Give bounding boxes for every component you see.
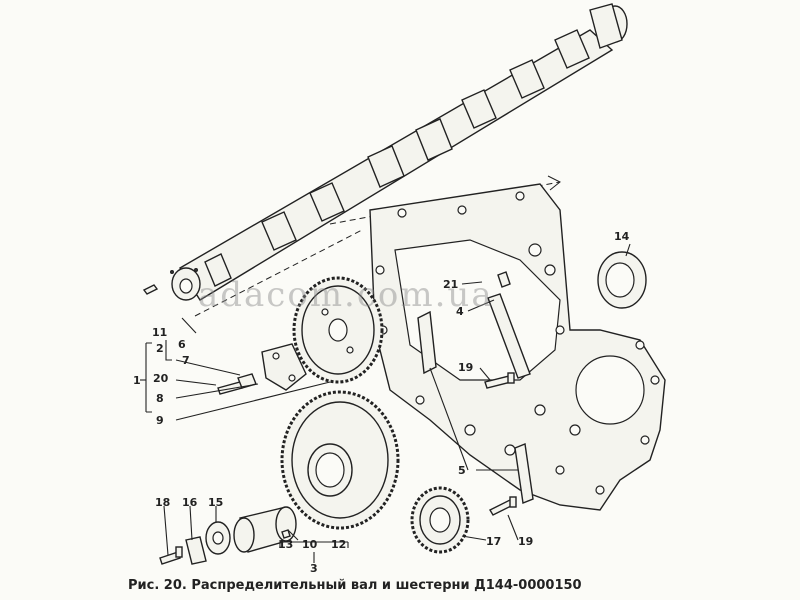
callout-21: 21 [443, 278, 458, 291]
callout-16: 16 [182, 496, 198, 509]
thrust-plate [217, 343, 307, 395]
crankshaft-gear [410, 486, 470, 554]
thrust-flange [487, 271, 531, 379]
camshaft-gear [292, 276, 384, 384]
plates [417, 310, 534, 504]
oil-seal [597, 251, 647, 309]
figure-caption: Рис. 20. Распределительный вал и шестерн… [128, 578, 582, 593]
callout-6: 6 [178, 338, 186, 351]
callout-4: 4 [456, 305, 464, 318]
callout-2: 2 [156, 342, 164, 355]
callout-7: 7 [182, 354, 190, 367]
intermediate-gear [280, 390, 400, 530]
leader-lines [140, 243, 631, 563]
callout-15: 15 [208, 496, 223, 509]
callout-10: 10 [302, 538, 318, 551]
callout-1: 1 [133, 374, 141, 387]
callout-17: 17 [486, 535, 501, 548]
bolts-19 [484, 372, 517, 516]
idler-axle [159, 506, 297, 565]
callout-11: 11 [152, 326, 167, 339]
watermark: adacom.com.ua [198, 275, 494, 315]
camshaft [142, 3, 628, 301]
callout-5: 5 [458, 464, 466, 477]
callouts: 1 2 3 4 5 6 7 8 9 10 11 12 13 14 15 16 1… [133, 230, 630, 575]
callout-9: 9 [156, 414, 164, 427]
callout-3: 3 [310, 562, 318, 575]
callout-13: 13 [278, 538, 293, 551]
callout-14: 14 [614, 230, 630, 243]
callout-12: 12 [331, 538, 346, 551]
callout-8: 8 [156, 392, 164, 405]
callout-20: 20 [153, 372, 169, 385]
callout-19: 19 [458, 361, 473, 374]
callout-18: 18 [155, 496, 170, 509]
callout-19-lower: 19 [518, 535, 533, 548]
